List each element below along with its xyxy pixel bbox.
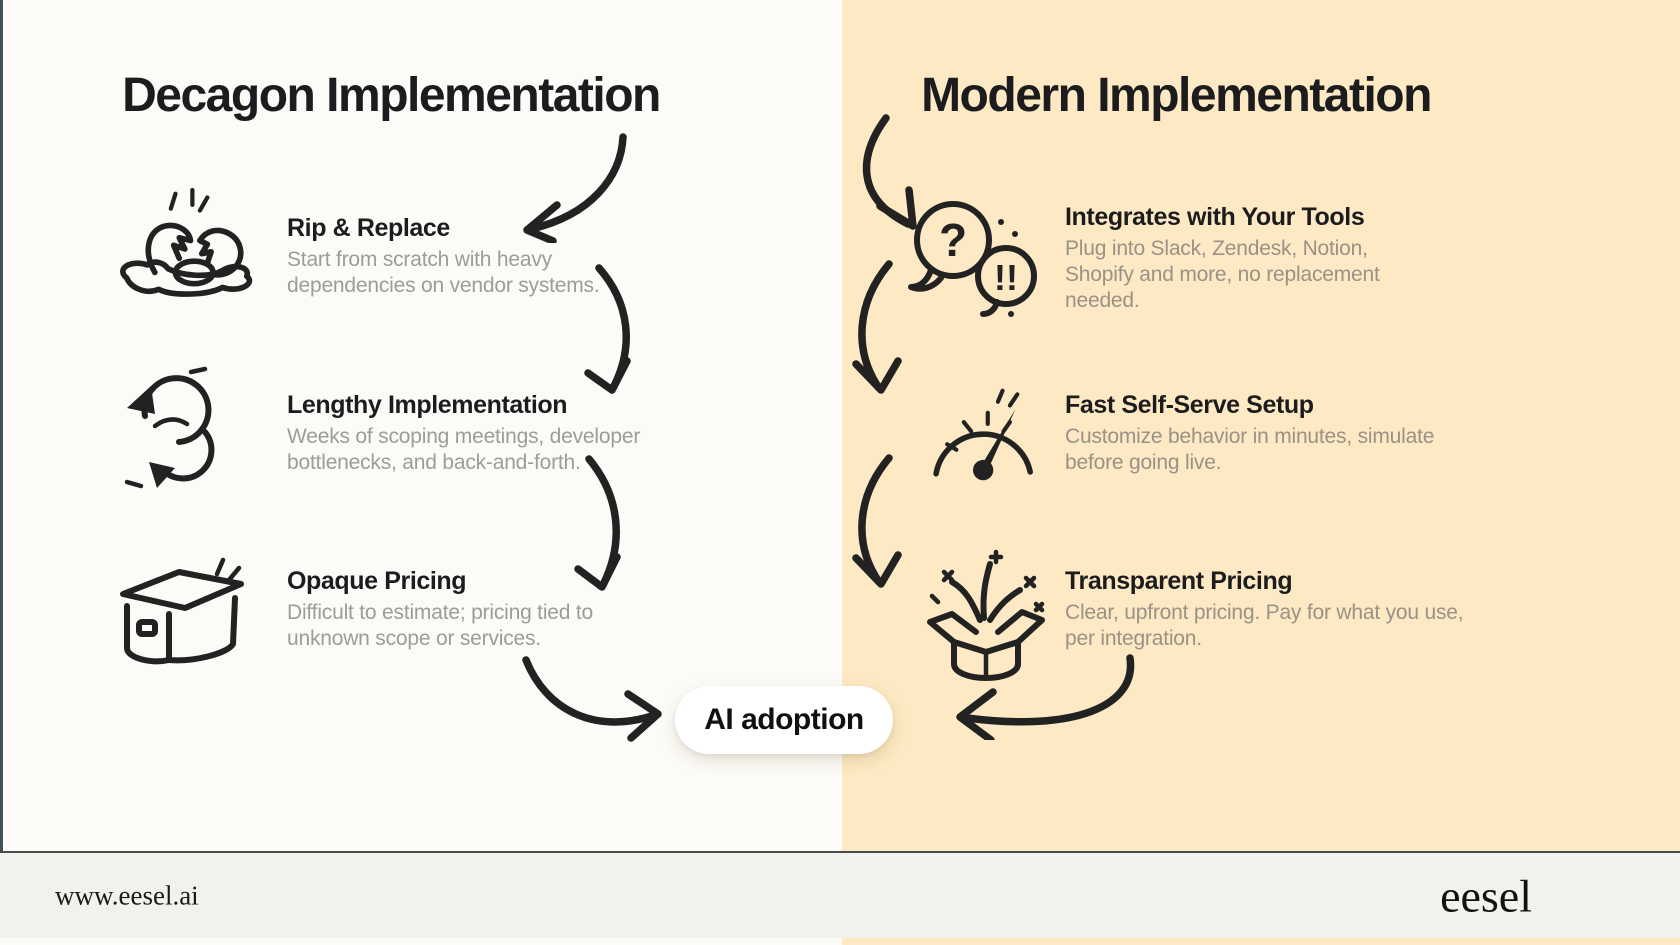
footer-website-url: www.eesel.ai — [55, 880, 199, 910]
cycle-arrows-icon — [115, 362, 240, 502]
closed-box-icon — [105, 550, 255, 675]
left-edge-line — [0, 0, 3, 851]
right-item-heading: Integrates with Your Tools — [1065, 203, 1365, 231]
curved-arrow-right-to-pill — [956, 654, 1135, 740]
left-item-rip-replace: Rip & Replace Start from scratch with he… — [287, 213, 617, 299]
curved-arrow-integrates-to-fast — [852, 260, 902, 394]
right-item-body: Customize behavior in minutes, simulate … — [1065, 425, 1435, 474]
right-item-transparent-pricing: Transparent Pricing Clear, upfront prici… — [1065, 566, 1470, 652]
left-item-heading: Opaque Pricing — [287, 567, 467, 595]
curved-arrow-title-to-integrates — [862, 114, 917, 230]
left-item-heading: Lengthy Implementation — [287, 391, 568, 419]
left-item-heading: Rip & Replace — [287, 214, 450, 242]
right-item-fast-setup: Fast Self-Serve Setup Customize behavior… — [1065, 390, 1475, 476]
left-section-title: Decagon Implementation — [122, 69, 661, 122]
right-item-body: Clear, upfront pricing. Pay for what you… — [1065, 601, 1464, 650]
left-panel-background — [0, 0, 842, 945]
left-item-body: Difficult to estimate; pricing tied to u… — [287, 601, 593, 650]
speedometer-icon — [925, 380, 1045, 490]
open-box-sparkles-icon — [918, 546, 1048, 684]
ai-adoption-pill: AI adoption — [675, 686, 893, 754]
eesel-logo: eesel — [1440, 870, 1532, 921]
curved-arrow-lengthy-to-opaque — [574, 455, 621, 591]
right-section-title: Modern Implementation — [921, 69, 1432, 122]
curved-arrow-left-to-pill — [522, 656, 662, 742]
right-item-body: Plug into Slack, Zendesk, Notion, Shopif… — [1065, 237, 1380, 312]
curved-arrow-title-to-rip-replace — [523, 133, 627, 243]
left-item-lengthy-implementation: Lengthy Implementation Weeks of scoping … — [287, 390, 672, 476]
right-item-heading: Fast Self-Serve Setup — [1065, 391, 1314, 419]
exclamations-glyph: !! — [994, 257, 1018, 298]
right-item-integrates: Integrates with Your Tools Plug into Sla… — [1065, 202, 1410, 314]
question-exclamation-bubbles-icon: ? !! — [905, 192, 1050, 322]
right-item-heading: Transparent Pricing — [1065, 567, 1293, 595]
curved-arrow-rip-to-lengthy — [584, 264, 631, 394]
footer-bar: www.eesel.ai eesel — [0, 851, 1680, 938]
question-mark-glyph: ? — [939, 214, 967, 266]
left-item-body: Start from scratch with heavy dependenci… — [287, 248, 600, 297]
left-item-body: Weeks of scoping meetings, developer bot… — [287, 425, 641, 474]
curved-arrow-fast-to-transparent — [852, 454, 902, 588]
ai-adoption-label: AI adoption — [704, 703, 864, 736]
left-item-opaque-pricing: Opaque Pricing Difficult to estimate; pr… — [287, 566, 657, 652]
broken-egg-icon — [108, 180, 258, 318]
